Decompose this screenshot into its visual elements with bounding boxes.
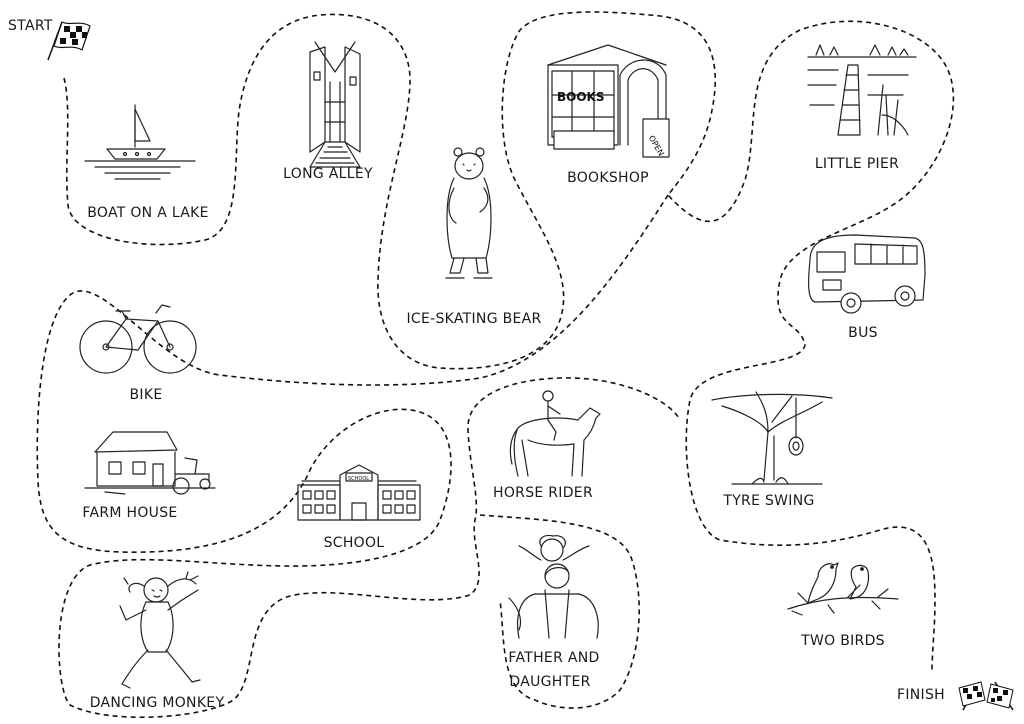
stop-horse-label: HORSE RIDER [493,485,593,501]
bookshop-illustration [547,44,670,158]
bear-illustration [445,147,493,279]
stop-swing-label: TYRE SWING [723,493,815,509]
horse-rider-illustration [509,390,601,477]
dancing-monkey-illustration [119,571,201,689]
stop-bus-label: BUS [848,325,878,341]
tyre-swing-illustration [711,391,833,485]
stop-boat-label: BOAT ON A LAKE [87,205,209,221]
stop-school-label: SCHOOL [323,535,385,551]
stop-farm-label: FARM HOUSE [82,505,178,521]
stop-bike-label: BIKE [129,387,163,403]
finish-label: FINISH [897,687,945,703]
two-birds-illustration [787,562,899,616]
stop-monkey-label: DANCING MONKEY [89,695,225,711]
stop-father-label-line2: DAUGHTER [509,674,591,690]
start-label: START [8,18,53,34]
dashed-route [63,11,955,673]
school-sign-text: SCHOOL [348,476,369,482]
books-sign-text: BOOKS [557,90,605,104]
alley-illustration [309,41,361,168]
dashed-route-lower [36,194,681,719]
start-flag-icon [47,21,91,61]
bike-illustration [79,304,197,374]
dashed-route-center [479,514,640,709]
boat-illustration [84,104,196,180]
stop-bookshop-label: BOOKSHOP [567,170,649,186]
stop-pier-label: LITTLE PIER [814,156,900,172]
farm-house-illustration [84,431,216,495]
bus-illustration [808,234,926,314]
finish-flags-icon [958,681,1014,711]
father-daughter-illustration [508,534,599,639]
stop-father-label-line1: FATHER AND [508,650,600,666]
pier-illustration [807,44,917,136]
school-illustration [297,464,421,521]
stop-alley-label: LONG ALLEY [283,166,373,182]
stop-birds-label: TWO BIRDS [801,633,885,649]
stop-bear-label: ICE-SKATING BEAR [406,311,542,327]
